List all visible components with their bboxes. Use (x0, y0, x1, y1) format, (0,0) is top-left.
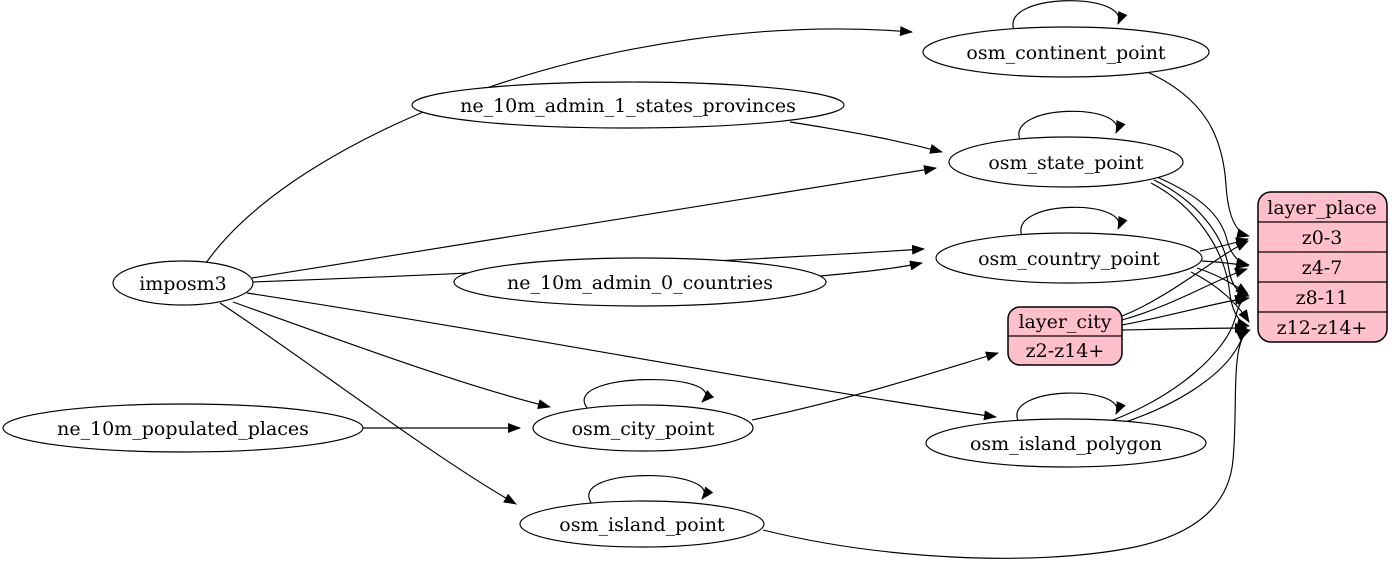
edge-layer_city-layer_place-z4-7 (1121, 268, 1248, 321)
edge-osm_continent_point-layer_place-z0-3 (1142, 69, 1250, 239)
edge-osm_state_point-layer_place-z4-7 (1156, 176, 1250, 268)
node-osm_city_point-shape (532, 404, 754, 452)
edge-osm_state_point-layer_place-z12-z14+ (1150, 182, 1250, 328)
node-osm_island_polygon-label: osm_island_polygon (970, 433, 1162, 455)
table-layer_place-box (1257, 191, 1388, 343)
node-ne_10m_admin_0_countries: ne_10m_admin_0_countries (453, 257, 827, 307)
self-loop-osm_island_polygon (1016, 392, 1126, 422)
self-loop-osm_continent_point (1012, 0, 1128, 31)
edge-ne_10m_admin_1_states_provinces-osm_state_point (789, 121, 943, 154)
edge-osm_country_point-layer_place-z0-3 (1199, 237, 1249, 252)
node-osm_island_point: osm_island_point (519, 500, 765, 548)
edge-imposm3-osm_city_point (232, 301, 551, 410)
node-ne_10m_populated_places-shape (2, 403, 364, 453)
node-imposm3: imposm3 (112, 260, 254, 306)
node-osm_continent_point: osm_continent_point (922, 26, 1210, 78)
edge-ne_10m_admin_0_countries-osm_country_point (819, 260, 923, 277)
edge-imposm3-osm_continent_point (205, 26, 913, 264)
node-osm_country_point-shape (935, 232, 1203, 284)
node-imposm3-shape (112, 260, 254, 306)
table-layer_city-title: layer_city (1018, 311, 1111, 333)
node-ne_10m_admin_1_states_provinces-label: ne_10m_admin_1_states_provinces (460, 95, 796, 117)
node-ne_10m_admin_1_states_provinces-shape (411, 81, 845, 129)
edge-osm_island_point-layer_place-z12-z14+ (762, 327, 1251, 559)
node-osm_state_point-shape (948, 136, 1184, 188)
node-ne_10m_admin_0_countries-label: ne_10m_admin_0_countries (507, 272, 773, 294)
node-osm_country_point: osm_country_point (935, 232, 1203, 284)
self-loop-osm_island_point (588, 475, 714, 505)
edge-osm_country_point-layer_place-z12-z14+ (1190, 271, 1250, 323)
node-ne_10m_populated_places: ne_10m_populated_places (2, 403, 364, 453)
node-osm_continent_point-shape (922, 26, 1210, 78)
table-layer_place-row-z8-11: z8-11 (1296, 287, 1349, 309)
self-loop-osm_city_point (583, 378, 715, 410)
table-layer_place-row-z12-z14: z12-z14+ (1277, 317, 1368, 339)
node-imposm3-label: imposm3 (139, 273, 227, 295)
node-osm_continent_point-label: osm_continent_point (966, 42, 1166, 64)
edge-osm_state_point-layer_place-z8-11 (1153, 179, 1250, 299)
node-osm_island_point-label: osm_island_point (559, 514, 725, 536)
edge-layer_city-layer_place-z0-3 (1121, 240, 1249, 317)
edge-osm_city_point-layer_city-z2-z14+ (751, 351, 999, 421)
self-loop-osm_country_point (1020, 206, 1128, 237)
table-layer_city: layer_city z2-z14+ (1007, 306, 1123, 366)
node-ne_10m_populated_places-label: ne_10m_populated_places (57, 418, 309, 440)
edges (205, 0, 1251, 559)
node-osm_island_point-shape (519, 500, 765, 548)
node-osm_state_point-label: osm_state_point (988, 152, 1144, 174)
table-layer_place: layer_place z0-3 z4-7 z8-11 z12-z14+ (1257, 191, 1388, 343)
edge-imposm3-osm_island_polygon (246, 292, 997, 421)
table-layer_place-title: layer_place (1267, 197, 1376, 219)
node-osm_state_point: osm_state_point (948, 136, 1184, 188)
node-osm_country_point-label: osm_country_point (978, 248, 1160, 270)
table-layer_place-row-z4-7: z4-7 (1302, 257, 1343, 279)
node-osm_island_polygon-shape (925, 418, 1207, 468)
node-osm_city_point: osm_city_point (532, 404, 754, 452)
node-osm_island_polygon: osm_island_polygon (925, 418, 1207, 468)
self-loop-osm_state_point (1018, 110, 1126, 141)
edge-layer_city-layer_place-z12-z14+ (1121, 323, 1248, 334)
node-ne_10m_admin_0_countries-shape (453, 257, 827, 307)
node-osm_city_point-label: osm_city_point (572, 418, 715, 440)
edge-layer_city-layer_place-z8-11 (1121, 294, 1248, 326)
node-ne_10m_admin_1_states_provinces: ne_10m_admin_1_states_provinces (411, 81, 845, 129)
table-layer_city-row-z2-z14: z2-z14+ (1026, 340, 1105, 362)
edge-imposm3-osm_island_point (219, 302, 517, 505)
edge-osm_island_polygon-layer_place-z8-11 (1104, 295, 1250, 424)
table-layer_place-row-z0-3: z0-3 (1302, 227, 1343, 249)
